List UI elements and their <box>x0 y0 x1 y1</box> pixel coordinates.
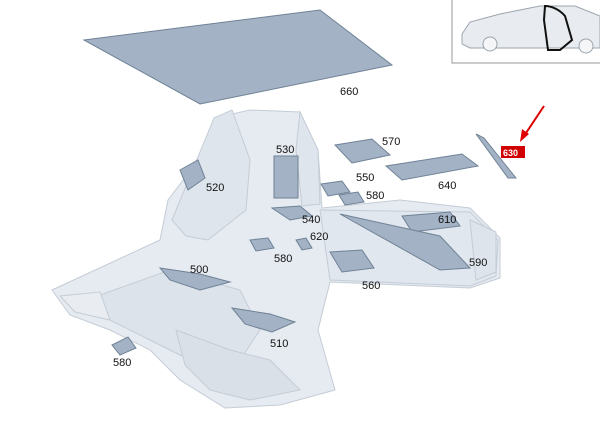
part-660-roof-panel <box>82 9 394 105</box>
part-580-pad-top <box>338 191 365 206</box>
part-610-pad <box>401 211 461 233</box>
part-label-500: 500 <box>190 264 208 276</box>
part-label-660: 660 <box>340 86 358 98</box>
pointer-arrow <box>520 105 545 142</box>
door-outline-highlight <box>542 4 574 51</box>
part-label-580-mid: 580 <box>274 253 292 265</box>
part-500-pad <box>158 267 232 291</box>
part-label-610: 610 <box>438 214 456 226</box>
part-label-630-highlighted: 630 <box>503 148 518 158</box>
part-label-540: 540 <box>302 214 320 226</box>
part-590-pad <box>339 213 472 271</box>
part-label-520: 520 <box>206 182 224 194</box>
part-label-620: 620 <box>310 231 328 243</box>
part-label-550: 550 <box>356 172 374 184</box>
part-label-570: 570 <box>382 136 400 148</box>
part-630-strip <box>475 133 518 179</box>
part-labels: 660 530 570 520 550 640 580 540 610 620 … <box>113 86 518 369</box>
insulation-pads <box>111 133 518 356</box>
part-550-pad <box>320 180 351 197</box>
part-530-pad <box>273 155 299 199</box>
part-label-590: 590 <box>469 257 487 269</box>
part-label-580-top: 580 <box>366 190 384 202</box>
part-510-pad <box>230 307 297 333</box>
part-label-530: 530 <box>276 144 294 156</box>
highlight-box-630 <box>501 146 525 158</box>
part-label-510: 510 <box>270 338 288 350</box>
part-620-pad <box>295 237 313 251</box>
part-540-pad <box>270 205 314 221</box>
part-640-pad <box>384 153 480 181</box>
part-580-pad-mid <box>249 237 275 252</box>
part-label-640: 640 <box>438 180 456 192</box>
part-label-580-bottom: 580 <box>113 357 131 369</box>
part-580-pad-bottom <box>111 336 137 356</box>
part-560-pad <box>329 249 375 273</box>
part-570-pad <box>333 138 392 164</box>
part-label-560: 560 <box>362 280 380 292</box>
inset-thumbnail <box>451 0 600 64</box>
part-520-pad <box>179 159 206 191</box>
